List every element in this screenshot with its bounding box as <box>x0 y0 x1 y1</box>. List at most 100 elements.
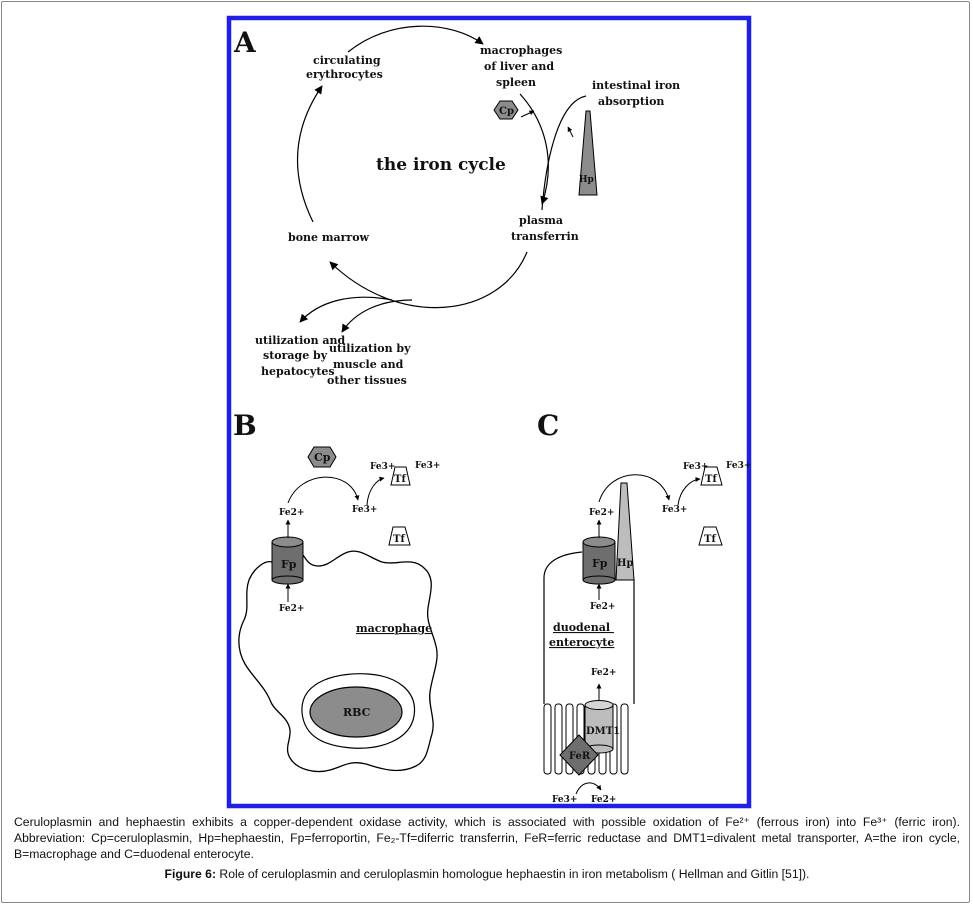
label-liver: of liver and <box>484 60 554 73</box>
fe2-bottom-b: Fe2+ <box>279 604 304 614</box>
arc-bone-marrow-to-erythrocytes <box>296 85 323 223</box>
label-util-by: utilization by <box>329 342 411 355</box>
arc-to-tf-b <box>366 476 385 506</box>
arc-erythrocytes-to-macrophages <box>347 25 484 53</box>
tf-bottom-b <box>388 526 411 546</box>
panel-a-title: the iron cycle <box>376 155 506 175</box>
fp-cylinder-b-top <box>271 536 304 548</box>
cp-label-b: Cp <box>314 451 331 464</box>
label-util-storage: utilization and <box>255 334 346 347</box>
fp-label-b: Fp <box>281 558 297 571</box>
label-duodenal: duodenal <box>553 621 610 634</box>
arc-to-tf-c <box>677 476 701 506</box>
fp-cylinder-b <box>271 541 304 581</box>
figure-caption: Figure 6: Role of ceruloplasmin and ceru… <box>14 866 960 882</box>
arc-reduction-c <box>575 782 602 795</box>
dmt1-label: DMT1 <box>586 726 620 737</box>
tf-top-label-b: Tf <box>394 474 406 485</box>
svg-text:utilization and storage: utilization and storage by hepatocytes <box>255 334 349 378</box>
fe3-mid-b: Fe3+ <box>352 505 377 515</box>
rbc-cell <box>309 686 403 738</box>
label-bone-marrow: bone marrow <box>288 231 370 244</box>
figure-label: Figure 6: <box>164 867 217 881</box>
macrophage-label: macrophage <box>356 622 432 635</box>
label-circulating: circulating <box>313 54 381 67</box>
fp-cylinder-b-bottom <box>271 575 304 585</box>
rbc-pocket <box>301 673 416 749</box>
fp-cylinder-c-top <box>582 536 616 548</box>
svg-text:intestinal iron absorpti: intestinal iron absorption <box>592 79 684 108</box>
arrow-hp-a <box>567 126 574 138</box>
macrophage-outline <box>238 550 438 773</box>
label-macrophages: macrophages <box>480 44 562 57</box>
arrow-cp-a <box>520 110 535 118</box>
label-other-tissues: other tissues <box>327 374 407 387</box>
label-plasma: plasma <box>519 214 563 227</box>
fe2-below-fp-c: Fe2+ <box>590 602 615 612</box>
caption-block: Ceruloplasmin and hephaestin exhibits a … <box>14 814 960 882</box>
caption-text: Ceruloplasmin and hephaestin exhibits a … <box>14 815 960 861</box>
panel-c: C Hp Fp Fe2+ Fe2+ Fe3+ Fe3+ <box>537 409 751 805</box>
label-erythrocytes: erythrocytes <box>306 68 383 81</box>
arc-plasma-to-bone-marrow <box>329 251 528 309</box>
enterocyte-outline <box>543 551 583 704</box>
panel-a: A circulating erythrocytes macrophages o… <box>233 25 684 387</box>
fe2-top-c: Fe2+ <box>589 508 614 518</box>
svg-text:circulating erythrocytes: circulating erythrocytes <box>306 54 384 81</box>
label-absorption: absorption <box>598 95 664 108</box>
hp-label-c: Hp <box>617 558 633 569</box>
svg-text:duodenal enterocyte: duodenal enterocyte <box>549 621 614 649</box>
panel-a-letter: A <box>233 26 257 59</box>
panel-b: B RBC macrophage Fp Fe2+ Fe2+ Cp Fe3+ Fe… <box>233 409 440 773</box>
fe2-top-b: Fe2+ <box>279 508 304 518</box>
arc-oxidation-b <box>287 476 360 504</box>
label-intestinal: intestinal iron <box>592 79 680 92</box>
cp-hexagon-a <box>493 100 519 120</box>
fe3-bottom-c: Fe3+ <box>552 795 577 805</box>
tf-bottom-c <box>698 526 723 546</box>
label-muscle: muscle and <box>333 358 404 371</box>
hp-column-c <box>615 482 635 581</box>
arc-to-hepatocytes <box>299 296 393 323</box>
fe3-tf-right-c: Fe3+ <box>726 461 751 471</box>
panel-c-letter: C <box>537 409 559 442</box>
label-transferrin: transferrin <box>511 230 579 243</box>
figure-title: Role of ceruloplasmin and ceruloplasmin … <box>216 867 810 881</box>
dmt1-top <box>584 700 614 710</box>
hp-label-a: Hp <box>579 175 594 185</box>
fp-label-c: Fp <box>592 557 608 570</box>
label-hepatocytes: hepatocytes <box>261 365 335 378</box>
fer-diamond <box>559 734 599 776</box>
label-enterocyte: enterocyte <box>549 636 614 649</box>
tf-top-label-c: Tf <box>705 474 717 485</box>
rbc-label: RBC <box>343 706 371 719</box>
hp-shape-a <box>578 110 598 196</box>
tf-top-c <box>700 466 723 486</box>
arc-to-muscle <box>341 299 413 333</box>
tf-bottom-label-b: Tf <box>393 534 405 545</box>
svg-text:plasma transferrin: plasma transferrin <box>511 214 579 243</box>
arc-oxidation-c <box>598 474 671 503</box>
arc-macrophages-to-plasma <box>519 93 549 205</box>
arc-intestinal-to-plasma <box>541 95 587 211</box>
svg-text:macrophages of liver and: macrophages of liver and spleen <box>480 44 566 89</box>
fe2-above-dmt-c: Fe2+ <box>591 668 616 678</box>
cp-label-a: Cp <box>499 106 514 117</box>
fe3-tf-left-c: Fe3+ <box>683 462 708 472</box>
fe3-tf-left-b: Fe3+ <box>370 462 395 472</box>
svg-text:utilization by muscle an: utilization by muscle and other tissues <box>327 342 414 387</box>
label-storage-by: storage by <box>263 349 328 362</box>
cp-hexagon-b <box>307 446 337 468</box>
fp-cylinder-c-bottom <box>582 575 616 585</box>
figure-border <box>226 15 752 809</box>
tf-top-b <box>390 466 411 486</box>
fer-label: FeR <box>569 751 591 762</box>
fe3-mid-c: Fe3+ <box>662 505 687 515</box>
fe3-tf-right-b: Fe3+ <box>415 461 440 471</box>
fe2-bottom-c: Fe2+ <box>591 795 616 805</box>
label-spleen: spleen <box>496 76 536 89</box>
tf-bottom-label-c: Tf <box>704 534 716 545</box>
panel-b-letter: B <box>233 409 257 442</box>
